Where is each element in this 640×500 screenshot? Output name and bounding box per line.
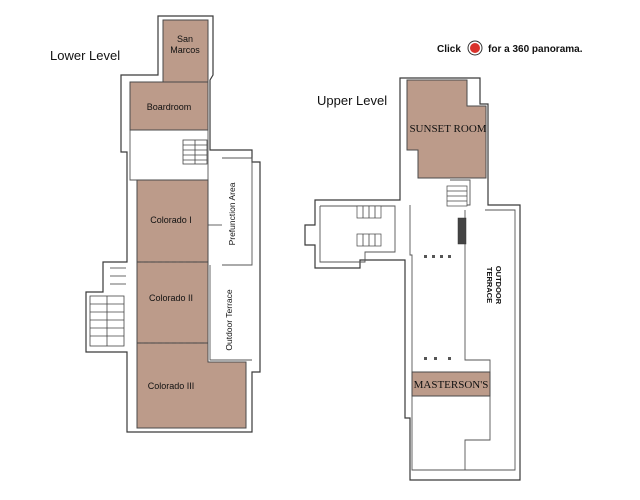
upper-level-plan: SUNSET ROOM MASTERSON'S OUTDOOR TERRACE bbox=[304, 77, 521, 481]
wall-line bbox=[209, 265, 252, 361]
prefunction-outline bbox=[222, 157, 253, 266]
room-label-mastersons: MASTERSON'S bbox=[414, 379, 489, 391]
column-dots bbox=[424, 255, 451, 360]
room-colorado-2[interactable] bbox=[136, 261, 209, 344]
upper-terrace-divider bbox=[464, 210, 491, 470]
area-label-prefunction: Prefunction Area bbox=[227, 182, 237, 245]
legend-click-text: Click bbox=[437, 44, 461, 55]
lower-stairs-steps bbox=[183, 140, 207, 164]
legend-panorama-text: for a 360 panorama. bbox=[488, 44, 583, 55]
room-mastersons[interactable] bbox=[411, 371, 491, 397]
area-label-outdoor-upper-line2: TERRACE bbox=[485, 267, 494, 303]
upper-left-wing bbox=[319, 205, 396, 263]
room-label-colorado-2: Colorado II bbox=[149, 293, 193, 303]
room-label-colorado-1: Colorado I bbox=[150, 215, 192, 225]
lower-level-outer-wall bbox=[85, 15, 261, 433]
lower-level-label: Lower Level bbox=[50, 48, 120, 63]
upper-level-outer-wall bbox=[304, 77, 521, 481]
room-colorado-1[interactable] bbox=[136, 179, 209, 263]
room-boardroom[interactable] bbox=[129, 81, 209, 131]
upper-level-label: Upper Level bbox=[317, 93, 387, 108]
bar-counter-icon bbox=[457, 217, 467, 245]
upper-stairs-top-steps bbox=[362, 206, 376, 218]
lower-level-plan: San Marcos Boardroom Colorado I Colorado… bbox=[85, 15, 261, 433]
room-label-san-marcos-line1: San bbox=[177, 34, 193, 44]
area-label-outdoor-upper-line1: OUTDOOR bbox=[494, 266, 503, 305]
panorama-marker-icon[interactable] bbox=[470, 43, 480, 53]
room-label-san-marcos-line2: Marcos bbox=[170, 45, 200, 55]
upper-stairs-center-steps bbox=[447, 190, 467, 202]
upper-main-hall bbox=[409, 205, 516, 471]
room-label-sunset-room: SUNSET ROOM bbox=[409, 123, 486, 135]
room-san-marcos[interactable] bbox=[162, 19, 209, 83]
left-stairs-steps bbox=[90, 267, 126, 346]
upper-stairs-bottom-steps bbox=[362, 234, 376, 246]
area-label-outdoor-terrace-lower: Outdoor Terrace bbox=[224, 289, 234, 351]
room-label-boardroom: Boardroom bbox=[147, 102, 192, 112]
room-label-colorado-3: Colorado III bbox=[148, 381, 195, 391]
room-sunset-room[interactable] bbox=[406, 79, 487, 179]
